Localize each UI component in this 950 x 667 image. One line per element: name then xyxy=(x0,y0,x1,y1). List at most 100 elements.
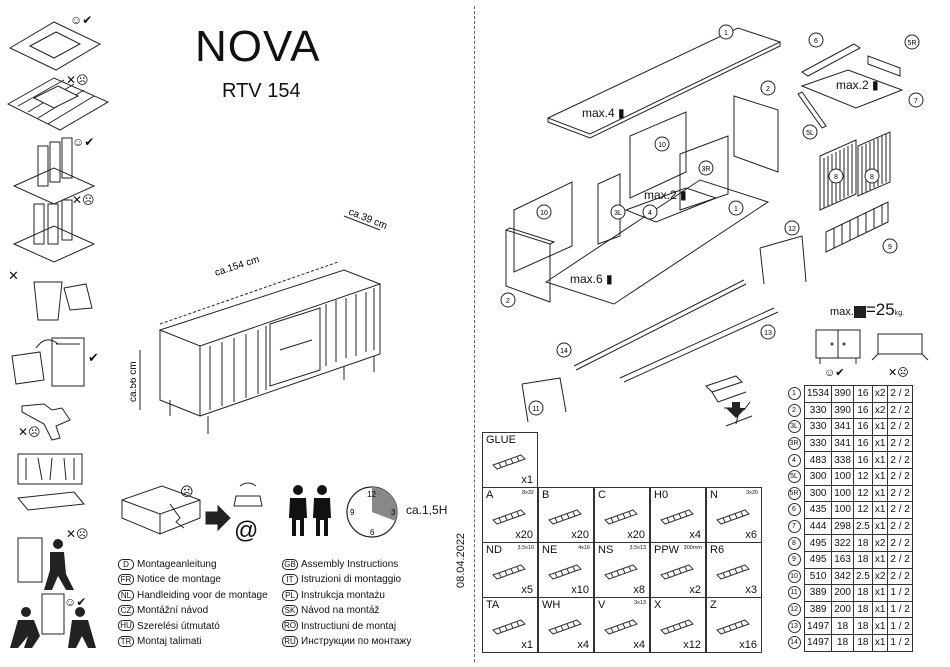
part-p: 2 / 2 xyxy=(887,451,913,469)
ok-icon: ☺✔ xyxy=(824,367,844,379)
part-w: 390 xyxy=(831,385,854,403)
width-dimension: ca.154 cm xyxy=(214,254,261,279)
hardware-part-icon xyxy=(660,564,694,580)
svg-text:6: 6 xyxy=(814,38,818,45)
part-p: 2 / 2 xyxy=(887,467,913,486)
part-l: 330 xyxy=(803,418,833,436)
clock-icon: 123 69 xyxy=(346,486,398,538)
hardware-part-icon xyxy=(716,564,750,580)
panels-upright-icon: ☺✔ xyxy=(12,135,96,205)
hardware-size: 4x16 xyxy=(578,545,590,551)
part-w: 18 xyxy=(831,633,854,652)
part-p: 1 / 2 xyxy=(887,633,913,652)
svg-text:6: 6 xyxy=(370,528,375,537)
part-l: 330 xyxy=(803,401,833,420)
part-id: 4 xyxy=(787,453,801,467)
part-w: 100 xyxy=(831,467,854,486)
part-w: 341 xyxy=(831,418,854,436)
hardware-code: PPW xyxy=(654,544,680,556)
part-id: 1 xyxy=(787,387,801,401)
hardware-code: GLUE xyxy=(486,434,516,446)
part-l: 495 xyxy=(803,550,833,569)
part-q: x1 xyxy=(871,633,889,652)
part-w: 338 xyxy=(831,451,854,469)
hardware-size: 8x32 xyxy=(522,490,534,496)
part-p: 2 / 2 xyxy=(887,434,913,453)
part-w: 200 xyxy=(831,600,854,619)
svg-text:✔: ✔ xyxy=(88,350,99,365)
hardware-part-icon xyxy=(604,564,638,580)
hardware-code: V xyxy=(598,599,606,611)
hardware-qty: x2 xyxy=(689,584,701,596)
part-l: 389 xyxy=(803,584,833,602)
orientation-icons: ☺✔ ✕☹ xyxy=(815,329,929,379)
hardware-part-icon xyxy=(548,619,582,635)
hardware-code: Z xyxy=(710,599,717,611)
hardware-part-icon xyxy=(492,619,526,635)
hardware-code: NE xyxy=(542,544,558,556)
svg-text:14: 14 xyxy=(560,348,568,355)
drawer-max-load: max.2 ▮ xyxy=(836,78,879,92)
svg-text:4: 4 xyxy=(648,210,652,217)
hardware-code: C xyxy=(598,489,606,501)
hardware-code: A xyxy=(486,489,494,501)
part-l: 300 xyxy=(803,484,833,503)
hardware-size: 3,5x16 xyxy=(517,545,534,551)
board-on-floor-icon: ✕☹ xyxy=(6,73,110,131)
hardware-part-icon xyxy=(548,564,582,580)
part-l: 389 xyxy=(803,600,833,619)
part-w: 200 xyxy=(831,584,854,602)
hardware-code: TA xyxy=(486,599,500,611)
part-t: 18 xyxy=(852,550,873,569)
svg-text:☺✔: ☺✔ xyxy=(70,13,92,27)
exploded-view-drawing: 1 2 2 3L 3R 4 1 5L 5R 6 7 8 8 9 10 10 11… xyxy=(500,24,924,423)
part-q: x2 xyxy=(871,385,889,403)
hardware-qty: x20 xyxy=(627,529,645,541)
page-divider xyxy=(474,6,475,662)
hardware-qty: x10 xyxy=(571,584,589,596)
part-t: 12 xyxy=(852,484,873,503)
part-t: 16 xyxy=(852,451,873,469)
hardware-code: X xyxy=(654,599,662,611)
part-id: 3L xyxy=(787,420,801,434)
part-t: 18 xyxy=(852,600,873,619)
svg-text:✕☹: ✕☹ xyxy=(72,193,95,207)
part-w: 341 xyxy=(831,434,854,453)
two-person-lift-icon: ☺✔ xyxy=(10,593,96,648)
hardware-code: N xyxy=(710,489,718,501)
part-id: 3R xyxy=(787,437,801,451)
part-w: 298 xyxy=(831,517,854,536)
part-q: x1 xyxy=(871,617,889,635)
part-id: 10 xyxy=(787,569,801,583)
hardware-code: WH xyxy=(542,599,561,611)
hardware-qty: x1 xyxy=(521,639,533,651)
part-id: 14 xyxy=(787,636,801,650)
part-id: 11 xyxy=(787,586,801,600)
hardware-qty: x4 xyxy=(689,529,701,541)
hardware-qty: x6 xyxy=(745,529,757,541)
part-id: 5R xyxy=(787,486,801,500)
hardware-code: R6 xyxy=(710,544,725,556)
hardware-qty: x4 xyxy=(577,639,589,651)
svg-text:1: 1 xyxy=(734,206,738,213)
part-id: 5L xyxy=(787,470,801,484)
svg-text:✕☹: ✕☹ xyxy=(18,425,41,439)
part-p: 2 / 2 xyxy=(887,385,913,403)
